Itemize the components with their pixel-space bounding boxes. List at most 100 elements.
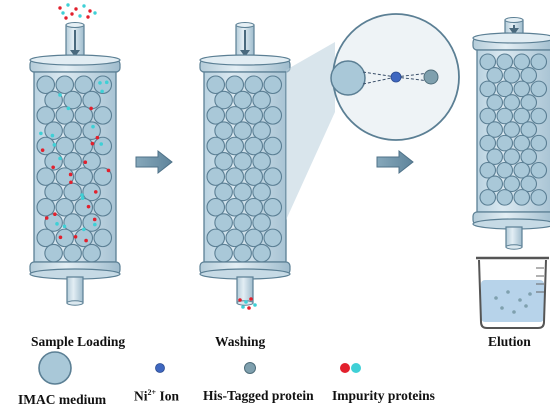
stage-label-sample-loading: Sample Loading — [31, 334, 126, 349]
zoom-projection — [286, 42, 335, 220]
impurity-protein — [104, 80, 109, 85]
process-arrow — [135, 149, 173, 175]
impurity-protein — [55, 222, 59, 226]
imac-bead — [263, 106, 283, 125]
impurity-protein — [62, 224, 67, 229]
imac-bead — [74, 228, 94, 248]
imac-bead — [214, 121, 233, 140]
incoming-impurity — [78, 14, 82, 18]
imac-bead — [44, 121, 63, 140]
imac-bead — [206, 136, 226, 156]
imac-bead — [36, 75, 56, 95]
imac-bead — [44, 182, 63, 202]
imac-bead — [263, 167, 283, 186]
collection-beaker — [476, 256, 549, 329]
incoming-impurity — [64, 16, 68, 20]
imac-bead — [233, 90, 252, 110]
imac-bead — [225, 197, 245, 217]
impurity-protein — [81, 227, 86, 232]
eluted-his-tag-protein — [494, 296, 498, 300]
impurity-protein — [80, 193, 84, 197]
imac-bead — [496, 189, 514, 206]
impurity-protein — [106, 168, 111, 173]
imac-bead — [55, 75, 75, 95]
imac-bead — [55, 136, 75, 156]
ni-ion-label-base: Ni — [134, 388, 148, 404]
legend-label-ni-ion: Ni2+ Ion — [134, 388, 179, 405]
imac-bead — [44, 152, 63, 171]
incoming-impurity — [74, 7, 78, 11]
imac-bead — [206, 106, 226, 125]
imac-bead — [513, 189, 531, 206]
process-arrow — [376, 149, 414, 175]
imac-bead — [244, 75, 264, 95]
imac-bead — [63, 182, 82, 202]
outlet-tube — [505, 226, 523, 248]
imac-bead — [206, 228, 226, 248]
imac-bead — [520, 67, 538, 84]
imac-bead — [74, 167, 94, 186]
imac-bead — [225, 228, 245, 248]
zoom-his-tag-protein — [423, 69, 439, 85]
imac-bead — [513, 107, 531, 125]
imac-bead — [44, 90, 63, 110]
imac-bead — [55, 197, 75, 217]
incoming-impurity — [58, 6, 62, 10]
outlet-opening — [505, 244, 523, 250]
impurity-protein — [58, 235, 63, 240]
top-cap-rim — [29, 54, 121, 66]
imac-bead — [93, 75, 113, 95]
eluted-his-tag-protein — [506, 290, 510, 294]
imac-bead — [503, 121, 521, 138]
imac-bead — [479, 107, 497, 125]
impurity-protein — [100, 89, 104, 94]
eluted-his-tag-protein — [518, 298, 522, 302]
imac-bead — [479, 80, 497, 98]
imac-bead — [214, 152, 233, 171]
impurity-protein — [66, 106, 71, 111]
imac-bead — [513, 161, 531, 179]
incoming-impurity — [61, 11, 65, 15]
imac-bead — [55, 106, 75, 125]
beaker-liquid — [481, 280, 544, 322]
imac-bead — [225, 75, 245, 95]
ni-ion-label-rest: Ion — [156, 388, 179, 404]
ni-ion-icon — [155, 363, 165, 373]
imac-bead — [36, 106, 56, 125]
imac-bead — [479, 53, 497, 71]
flow-arrow-head — [509, 28, 519, 35]
imac-bead — [530, 80, 548, 98]
imac-bead — [214, 213, 233, 232]
imac-bead — [82, 213, 101, 232]
washed-impurity — [244, 300, 248, 304]
imac-bead — [93, 106, 113, 125]
imac-bead — [503, 94, 521, 111]
his-tag-protein-icon — [244, 362, 256, 374]
imac-bead — [496, 107, 514, 125]
flow-arrow-head — [240, 50, 250, 57]
incoming-impurity — [70, 12, 74, 16]
imac-bead — [74, 75, 94, 95]
imac-bead — [520, 175, 538, 193]
imac-bead — [263, 75, 283, 95]
imac-bead — [74, 136, 94, 156]
imac-bead — [44, 243, 63, 263]
imac-bead — [513, 134, 531, 152]
washed-impurity — [238, 298, 242, 302]
impurity-protein — [52, 143, 57, 147]
imac-bead — [233, 182, 252, 202]
imac-bead — [63, 121, 82, 140]
impurity-protein — [95, 135, 100, 140]
legend-icons — [38, 351, 361, 385]
impurity-protein — [51, 165, 55, 170]
imac-bead — [225, 136, 245, 156]
imac-bead — [36, 197, 56, 217]
washed-impurity — [249, 297, 253, 301]
imac-bead — [496, 134, 514, 152]
impurity-red-icon — [340, 363, 350, 373]
zoom-imac-bead — [330, 60, 366, 96]
incoming-impurity — [93, 11, 97, 15]
imac-bead — [496, 53, 514, 71]
impurity-protein — [86, 204, 91, 209]
imac-bead — [520, 148, 538, 165]
